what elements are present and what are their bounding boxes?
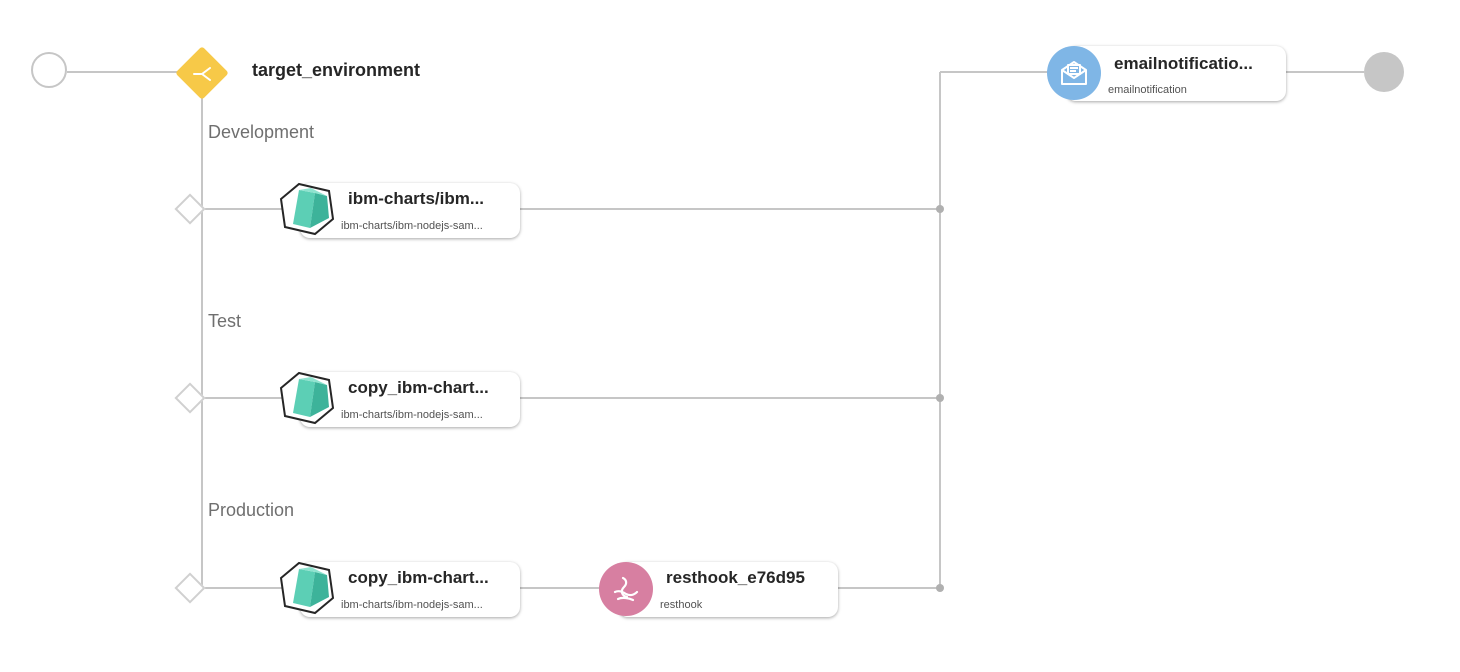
node-subtitle: ibm-charts/ibm-nodejs-sam... <box>341 599 483 611</box>
start-node[interactable] <box>31 52 67 88</box>
node-subtitle: ibm-charts/ibm-nodejs-sam... <box>341 220 483 232</box>
helm-chart-icon <box>279 371 335 425</box>
helm-chart-icon <box>279 561 335 615</box>
node-name: resthook_e76d95 <box>666 568 805 587</box>
node-emailnotification[interactable]: emailnotificatio... emailnotification <box>1066 46 1286 101</box>
email-notification-icon <box>1047 46 1101 100</box>
node-name: copy_ibm-chart... <box>348 378 489 397</box>
node-name: ibm-charts/ibm... <box>348 189 485 208</box>
branch-label-test: Test <box>208 311 242 331</box>
node-test-chart[interactable]: copy_ibm-chart... ibm-charts/ibm-nodejs-… <box>300 372 520 427</box>
junction-dot <box>936 394 944 402</box>
junction-dot <box>936 205 944 213</box>
node-subtitle: emailnotification <box>1108 84 1187 96</box>
node-name: emailnotificatio... <box>1114 54 1253 73</box>
node-production-chart[interactable]: copy_ibm-chart... ibm-charts/ibm-nodejs-… <box>300 562 520 617</box>
split-icon <box>193 67 211 81</box>
end-node[interactable] <box>1364 52 1404 92</box>
node-resthook[interactable]: resthook_e76d95 resthook <box>618 562 838 617</box>
branch-label-production: Production <box>208 500 295 520</box>
helm-chart-icon <box>279 182 335 236</box>
node-subtitle: resthook <box>660 599 703 611</box>
node-subtitle: ibm-charts/ibm-nodejs-sam... <box>341 409 483 421</box>
decision-title: target_environment <box>252 60 421 80</box>
node-name: copy_ibm-chart... <box>348 568 489 587</box>
node-development-chart[interactable]: ibm-charts/ibm... ibm-charts/ibm-nodejs-… <box>300 183 520 238</box>
branch-label-development: Development <box>208 122 315 142</box>
junction-dot <box>936 584 944 592</box>
resthook-icon <box>599 562 653 616</box>
